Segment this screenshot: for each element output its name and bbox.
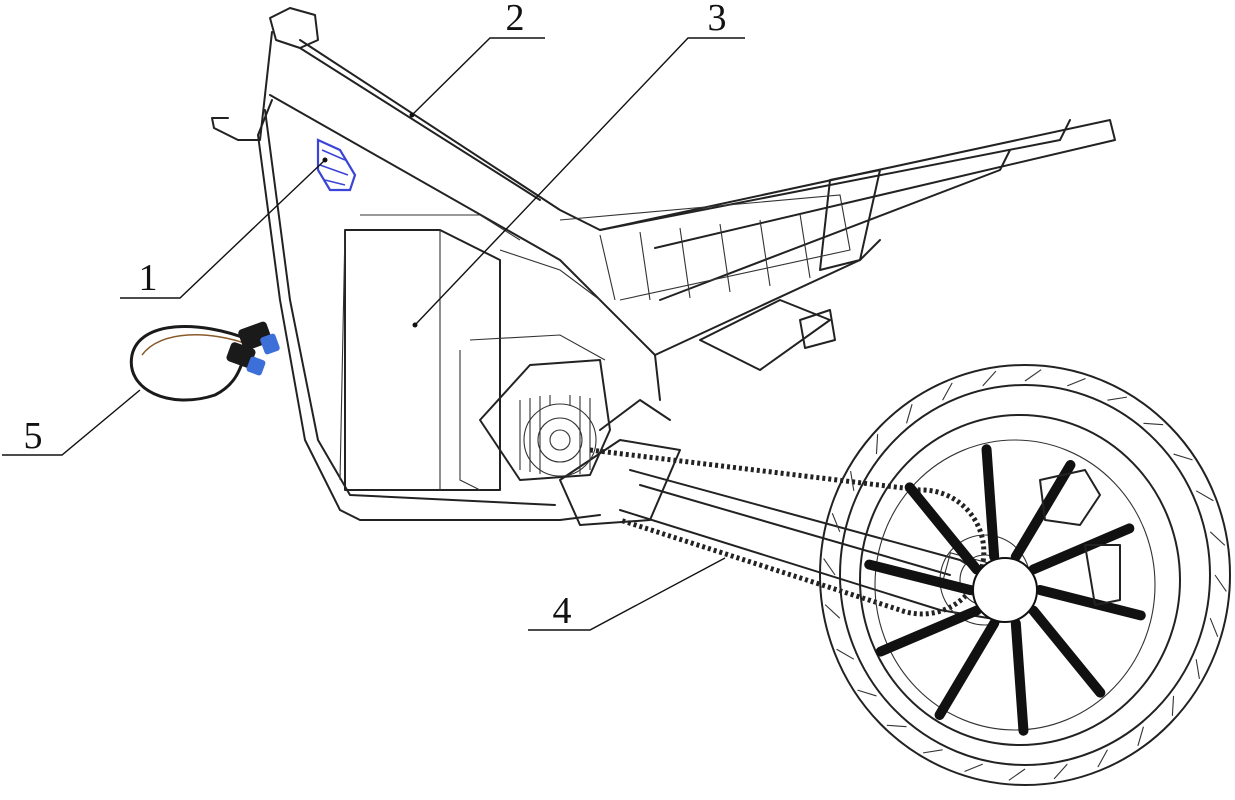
main-frame: [211, 7, 1116, 621]
tire-tread-mark: [1137, 726, 1144, 746]
tire-tread-mark: [1214, 574, 1227, 592]
tire-tread-mark: [982, 370, 997, 387]
wheel-spoke: [904, 482, 982, 575]
tire-tread-mark: [1067, 377, 1086, 387]
tire-tread-mark: [1097, 749, 1108, 768]
wheel-spoke: [875, 605, 982, 657]
tire-tread-mark: [886, 724, 907, 728]
callout-3: 3: [708, 0, 727, 39]
tire-tread-mark: [1195, 490, 1214, 502]
tire-tread-mark: [1024, 369, 1042, 382]
cable-connector-icon: [129, 321, 280, 402]
wheel-spoke: [1010, 618, 1029, 736]
tire-tread-mark: [831, 513, 841, 533]
tire-tread-mark: [1008, 768, 1026, 781]
tire-tread-mark: [1209, 531, 1226, 546]
tire-tread-mark: [836, 648, 855, 660]
wheel-spoke: [864, 559, 975, 595]
battery-box: [339, 194, 851, 491]
tire-tread-mark: [923, 749, 943, 754]
tire-tread-mark: [1053, 763, 1068, 780]
wheel-spoke: [1028, 523, 1135, 575]
tire-tread-mark: [906, 404, 913, 424]
wheel-spoke: [1035, 585, 1146, 621]
tire-tread-mark: [875, 434, 879, 455]
tire-tread-mark: [1171, 695, 1175, 716]
wheel-spoke: [934, 618, 1000, 721]
callout-4: 4: [553, 590, 572, 632]
tire-tread-mark: [942, 382, 953, 401]
callout-5: 5: [24, 415, 43, 457]
tire-tread-mark: [1143, 422, 1164, 426]
tire-tread-mark: [1195, 659, 1200, 680]
wheel-spoke: [1028, 605, 1106, 698]
tire-tread-mark: [964, 763, 983, 773]
tire-tread-mark: [824, 604, 841, 619]
rear-wheel: [819, 364, 1231, 786]
tire-tread-mark: [1173, 453, 1193, 461]
tire-tread-mark: [1209, 617, 1219, 637]
wheel-spoke: [981, 444, 1000, 562]
tire-tread-mark: [823, 558, 836, 576]
highlighted-mount: [316, 138, 357, 192]
tire-tread-mark: [1107, 396, 1127, 401]
callout-2: 2: [506, 0, 525, 39]
tire-tread-mark: [857, 689, 877, 697]
callout-1: 1: [139, 257, 158, 299]
motor: [459, 334, 611, 491]
callouts: 1 2 3 4 5: [2, 0, 745, 632]
tire-tread-mark: [850, 470, 855, 491]
